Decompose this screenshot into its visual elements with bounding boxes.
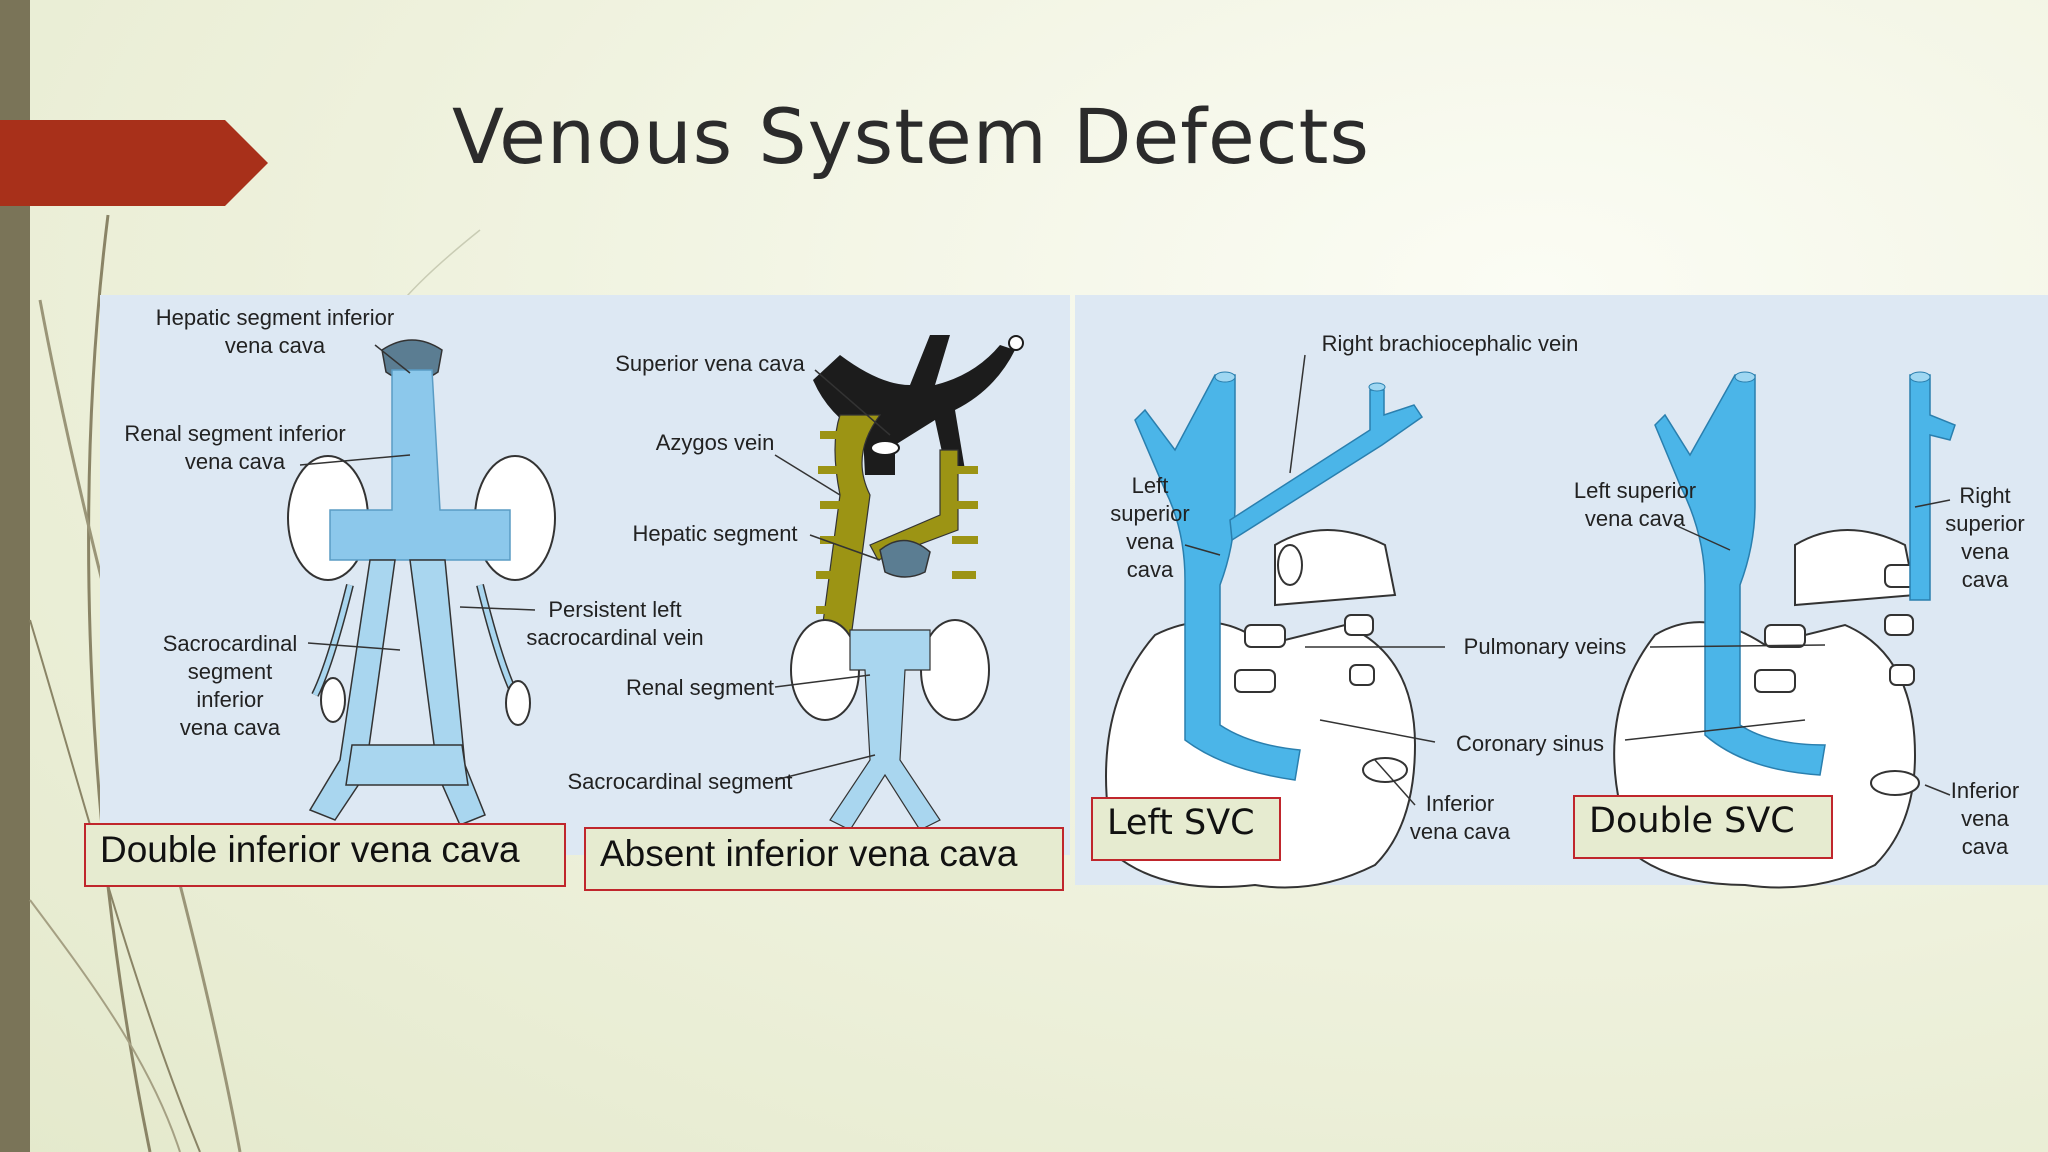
label-renal-segment: Renal segment: [626, 675, 774, 700]
label-coronary-sinus: Coronary sinus: [1456, 731, 1604, 756]
label-right-brachiocephalic-vein: Right brachiocephalic vein: [1321, 331, 1579, 356]
label-superior-vena-cava: Superior vena cava: [615, 351, 805, 376]
label-sacrocardinal-segment: Sacrocardinal segment: [567, 769, 793, 794]
caption-absent-ivc: Absent inferior vena cava: [584, 827, 1064, 891]
caption-left-svc: Left SVC: [1091, 797, 1281, 861]
label-azygos-vein: Azygos vein: [655, 430, 775, 455]
title-accent-arrow: [0, 120, 268, 206]
absent-ivc-diagram: [774, 335, 1024, 831]
label-hepatic-segment: Hepatic segment: [632, 521, 798, 546]
double-ivc-diagram: [287, 339, 556, 826]
label-pulmonary-veins: Pulmonary veins: [1463, 634, 1627, 659]
caption-double-ivc: Double inferior vena cava: [84, 823, 566, 887]
slide-title: Venous System Defects: [452, 92, 1370, 181]
caption-double-svc: Double SVC: [1573, 795, 1833, 859]
